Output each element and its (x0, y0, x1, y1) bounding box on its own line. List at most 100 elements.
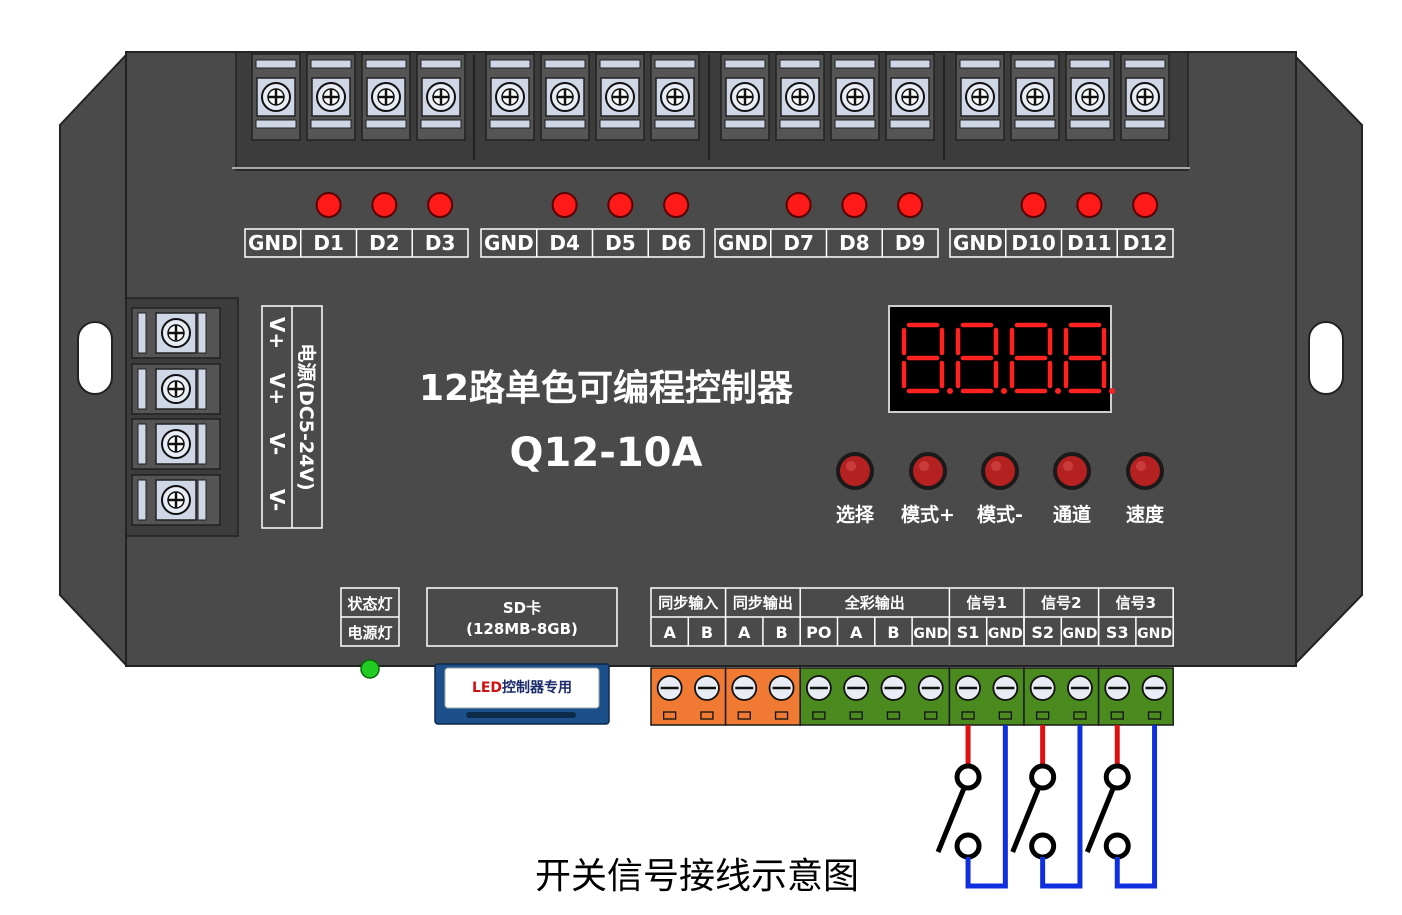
output-label: D6 (661, 231, 692, 255)
screw-icon (768, 675, 795, 701)
channel-led (315, 192, 342, 218)
output-group-3: GND D7 D8 D9 (714, 192, 939, 258)
full-color-output-terminal[interactable] (799, 667, 951, 726)
screw-icon (371, 82, 401, 112)
output-label: GND (248, 231, 298, 255)
output-label: D9 (895, 231, 926, 255)
screw-icon (1067, 675, 1093, 701)
signal1-terminal[interactable] (948, 667, 1025, 726)
power-terminal-1[interactable] (131, 307, 221, 359)
switch-wiring (935, 725, 1158, 889)
left-mounting-hole (77, 321, 113, 395)
output-label: D8 (839, 231, 870, 255)
bottom-header: 同步输入 (658, 594, 718, 612)
power-supply-label: 电源(DC5-24V) (295, 343, 318, 490)
screw-icon (495, 82, 525, 112)
top-terminal-8[interactable] (650, 53, 700, 141)
bottom-pin-label: GND (988, 626, 1023, 642)
output-label: D7 (783, 231, 814, 255)
screw-icon (161, 374, 191, 404)
button-5[interactable]: 速度 (1126, 452, 1165, 526)
device-model: Q12-10A (510, 430, 703, 476)
screw-icon (605, 82, 635, 112)
sd-label-line1: SD卡 (503, 599, 541, 617)
power-terminal-3[interactable] (131, 418, 221, 470)
output-label: D1 (313, 231, 344, 255)
button-1[interactable]: 选择 (836, 452, 875, 526)
screw-icon (1020, 82, 1050, 112)
channel-led (1020, 192, 1047, 218)
top-terminal-7[interactable] (595, 53, 645, 141)
top-terminal-14[interactable] (1010, 53, 1060, 141)
button-label: 模式- (977, 503, 1023, 526)
switch-1 (935, 725, 1008, 889)
output-label: D10 (1011, 231, 1055, 255)
top-terminal-3[interactable] (361, 53, 411, 141)
sync-input-terminal[interactable] (650, 667, 727, 726)
signal3-terminal[interactable] (1097, 667, 1174, 726)
screw-icon (550, 82, 580, 112)
power-terminal-label: V+ (265, 373, 289, 405)
bottom-pin-label: GND (913, 626, 948, 642)
screw-icon (840, 82, 870, 112)
bottom-header: 信号3 (1116, 594, 1156, 612)
power-indicator-led (360, 659, 380, 679)
screw-icon (730, 82, 760, 112)
diagram-caption: 开关信号接线示意图 (535, 856, 859, 897)
screw-icon (656, 675, 683, 701)
screw-icon (992, 675, 1019, 701)
output-label: GND (718, 231, 768, 255)
segment-display (901, 322, 1115, 394)
top-terminal-16[interactable] (1120, 53, 1170, 141)
top-terminal-10[interactable] (775, 53, 825, 141)
top-terminal-12[interactable] (885, 53, 935, 141)
screw-icon (694, 675, 720, 701)
output-label: D5 (605, 231, 636, 255)
power-light-label: 电源灯 (347, 624, 392, 642)
screw-icon (261, 82, 291, 112)
screw-icon (1130, 82, 1160, 112)
power-terminal-2[interactable] (131, 363, 221, 415)
bottom-pin-label: B (775, 623, 787, 642)
screw-icon (955, 675, 981, 701)
sd-label-box (426, 587, 618, 647)
channel-led (427, 192, 454, 218)
power-terminal-label: V- (265, 489, 289, 511)
screw-icon (731, 675, 758, 701)
top-terminal-1[interactable] (251, 53, 301, 141)
channel-led (1076, 192, 1103, 218)
top-terminal-13[interactable] (955, 53, 1005, 141)
signal2-terminal[interactable] (1023, 667, 1100, 726)
button-2[interactable]: 模式+ (901, 452, 955, 526)
bottom-pin-label: B (701, 623, 713, 642)
top-terminal-6[interactable] (540, 53, 590, 141)
button-4[interactable]: 通道 (1053, 452, 1091, 526)
switch-3 (1084, 725, 1158, 889)
screw-icon (843, 675, 870, 701)
power-terminal-4[interactable] (131, 474, 221, 526)
top-terminal-11[interactable] (830, 53, 880, 141)
top-terminal-2[interactable] (306, 53, 356, 141)
device-title: 12路单色可编程控制器 (419, 368, 794, 409)
power-terminal-label: V+ (265, 317, 289, 349)
button-label: 速度 (1126, 503, 1165, 526)
top-terminal-15[interactable] (1065, 53, 1115, 141)
channel-led (663, 192, 690, 218)
sd-card-text: LED控制器专用 (472, 679, 572, 696)
screw-icon (1075, 82, 1105, 112)
bottom-pin-label: S2 (1031, 623, 1054, 642)
screw-icon (880, 675, 907, 701)
power-terminal-label: V- (265, 433, 289, 455)
top-terminal-4[interactable] (416, 53, 466, 141)
screw-icon (161, 318, 191, 348)
button-3[interactable]: 模式- (977, 452, 1023, 526)
top-terminal-5[interactable] (485, 53, 535, 141)
bottom-pin-label: A (663, 623, 676, 642)
sync-output-terminal[interactable] (724, 667, 801, 726)
top-terminal-9[interactable] (720, 53, 770, 141)
button-label: 模式+ (901, 503, 955, 526)
screw-icon (161, 485, 191, 515)
